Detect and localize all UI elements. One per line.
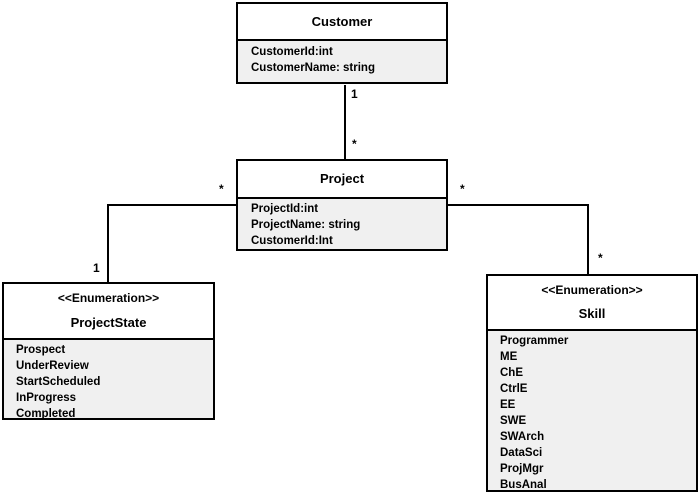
skill-stereotype: <<Enumeration>> [541, 283, 643, 297]
project-state-name: ProjectState [70, 315, 147, 330]
project-state-enum: <<Enumeration>> ProjectState Prospect Un… [2, 282, 215, 420]
enum-value: DataSci [500, 447, 543, 459]
enum-value: ChE [500, 367, 523, 379]
enum-value: UnderReview [16, 360, 89, 372]
multiplicity-state-end: 1 [93, 261, 100, 275]
enum-value: SWE [500, 415, 527, 427]
customer-attribute: CustomerName: string [251, 62, 375, 74]
enum-value: ProjMgr [500, 463, 544, 475]
project-state-header: <<Enumeration>> ProjectState [4, 284, 213, 340]
multiplicity-skill-end: * [598, 251, 603, 265]
project-attributes: ProjectId:int ProjectName: string Custom… [238, 199, 446, 249]
project-class-header: Project [238, 161, 446, 199]
multiplicity-project-skill-right: * [460, 182, 465, 196]
project-class: Project ProjectId:int ProjectName: strin… [236, 159, 448, 251]
project-class-name: Project [319, 171, 365, 186]
customer-attribute: CustomerId:int [251, 46, 333, 58]
customer-class-header: Customer [238, 4, 446, 41]
enum-value: Completed [16, 408, 76, 420]
skill-header: <<Enumeration>> Skill [488, 276, 696, 331]
multiplicity-project-state-left: * [219, 182, 224, 196]
project-state-values: Prospect UnderReview StartScheduled InPr… [4, 340, 213, 420]
skill-name: Skill [578, 306, 606, 321]
skill-values: Programmer ME ChE CtrlE EE SWE SWArch Da… [488, 331, 696, 491]
enum-value: Prospect [16, 344, 66, 356]
multiplicity-customer-end: 1 [351, 87, 358, 101]
customer-attributes: CustomerId:int CustomerName: string [238, 41, 446, 82]
enum-value: EE [500, 399, 516, 411]
customer-class-name: Customer [311, 13, 373, 29]
customer-class: Customer CustomerId:int CustomerName: st… [236, 2, 448, 84]
project-attribute: ProjectId:int [251, 203, 319, 215]
project-attribute: CustomerId:Int [251, 235, 333, 247]
enum-value: SWArch [500, 431, 545, 443]
enum-value: Programmer [500, 335, 569, 347]
project-attribute: ProjectName: string [251, 219, 361, 231]
enum-value: ME [500, 351, 518, 363]
enum-value: BusAnal [500, 479, 547, 491]
enum-value: StartScheduled [16, 376, 101, 388]
enum-value: InProgress [16, 392, 77, 404]
project-state-stereotype: <<Enumeration>> [57, 291, 160, 305]
multiplicity-project-customer-end: * [352, 137, 357, 151]
skill-enum: <<Enumeration>> Skill Programmer ME ChE … [486, 274, 698, 492]
enum-value: CtrlE [500, 383, 528, 395]
